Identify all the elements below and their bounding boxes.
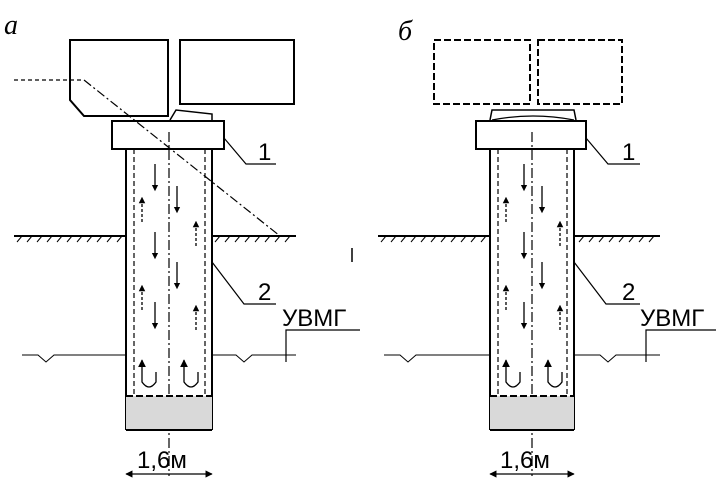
- callout-1-leader: [585, 137, 640, 165]
- water-line-left: [384, 354, 490, 363]
- panel-letter: б: [398, 16, 413, 47]
- water-line-right: [212, 354, 296, 363]
- equipment-right-block: [179, 39, 295, 105]
- callout-2-label: 2: [622, 279, 635, 306]
- callout-1-leader: [223, 137, 276, 165]
- flow-arrows: [502, 164, 564, 388]
- flow-return-u: [138, 359, 157, 388]
- water-level-label: УВМГ: [282, 305, 346, 332]
- water-line-right: [574, 354, 660, 363]
- dimension-label: 1,6м: [500, 447, 550, 474]
- wedge-arc: [491, 115, 575, 121]
- water-line-left: [22, 354, 126, 363]
- callout-1-label: 1: [258, 139, 271, 166]
- panel-letter: а: [4, 10, 18, 41]
- callout-2-label: 2: [258, 279, 271, 306]
- dimension-label: 1,6м: [137, 447, 187, 474]
- flow-arrows: [138, 164, 200, 388]
- concrete-plug: [490, 396, 574, 430]
- water-level-leader: [645, 329, 716, 362]
- wedge: [489, 109, 577, 121]
- ground-hatch: [380, 235, 655, 243]
- flow-return-u: [544, 359, 563, 388]
- callout-1-label: 1: [622, 139, 635, 166]
- slope-line: [83, 79, 281, 237]
- equipment-left-block: [433, 39, 531, 105]
- panel-b: б 1 УВМГ 2: [351, 16, 716, 478]
- panel-a: а 1 УВМГ 2: [4, 10, 360, 478]
- water-level-label: УВМГ: [640, 305, 704, 332]
- concrete-plug: [126, 396, 212, 430]
- ground-hatch: [16, 235, 291, 243]
- flow-return-u: [502, 359, 521, 388]
- callout-2-leader: [211, 261, 276, 305]
- pile-cap: [111, 120, 225, 150]
- pile-cap: [475, 120, 587, 150]
- equipment-left-block: [69, 39, 169, 117]
- equipment-right-block: [537, 39, 623, 105]
- wedge: [169, 109, 213, 121]
- callout-2-leader: [573, 261, 640, 305]
- water-level-leader: [285, 329, 360, 362]
- flow-return-u: [180, 359, 199, 388]
